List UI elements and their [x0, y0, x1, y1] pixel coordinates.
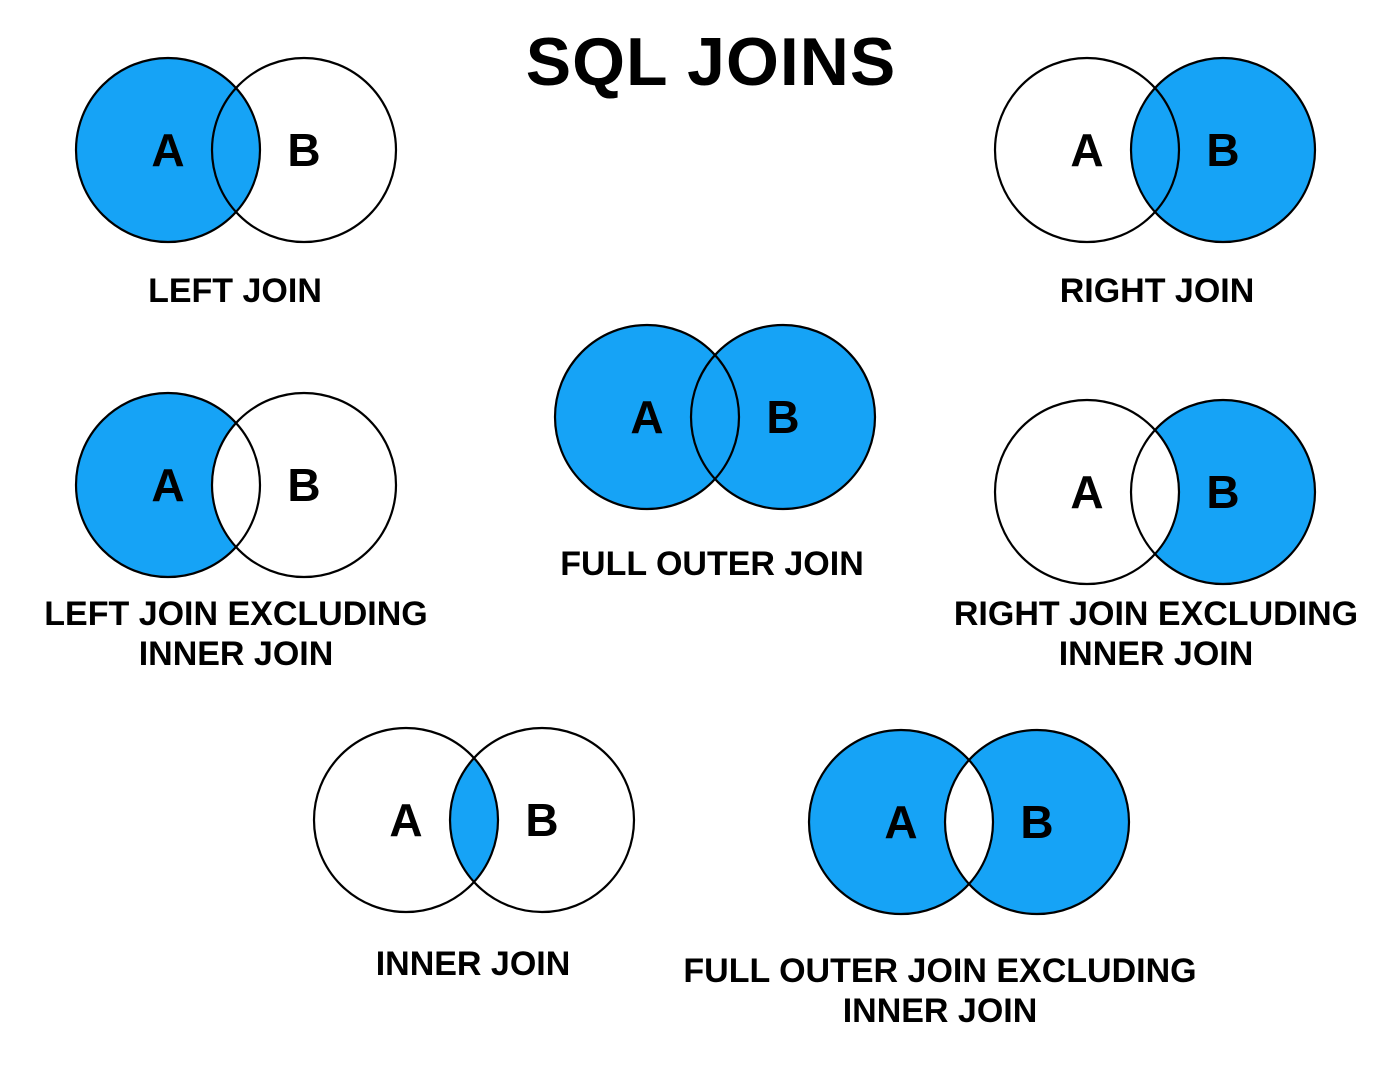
set-a-letter: A	[1070, 466, 1103, 518]
set-a-letter: A	[151, 459, 184, 511]
circle-a-fill	[995, 58, 1179, 242]
set-a-letter: A	[630, 391, 663, 443]
circle-a-fill	[314, 728, 498, 912]
circle-a-outline	[553, 323, 741, 511]
circle-b-outline	[689, 323, 877, 511]
circle-b-outline	[210, 56, 398, 244]
set-b-letter: B	[287, 459, 320, 511]
label-line: INNER JOIN	[1058, 635, 1254, 673]
circle-b-outline	[1129, 398, 1317, 586]
venn-full-outer-join: A B	[550, 322, 880, 512]
circle-a-outline	[993, 398, 1181, 586]
circle-a-outline	[74, 391, 262, 579]
venn-label-inner-join: INNER JOIN	[193, 944, 753, 984]
venn-left-join: A B	[71, 55, 401, 245]
circle-b-outline	[1129, 56, 1317, 244]
venn-label-left-join: LEFT JOIN	[0, 271, 515, 311]
page-title: SQL JOINS	[525, 24, 897, 100]
venn-label-full-outer-join: FULL OUTER JOIN	[432, 544, 992, 584]
circle-a-outline	[312, 726, 500, 914]
circle-b-fill	[1131, 58, 1315, 242]
venn-inner-join: A B	[309, 725, 639, 915]
set-b-letter: B	[766, 391, 799, 443]
label-line: INNER JOIN	[375, 945, 571, 983]
circle-a-fill	[809, 730, 993, 914]
circle-a-outline	[807, 728, 995, 916]
venn-diagram: A B	[312, 726, 636, 914]
label-line: FULL OUTER JOIN	[560, 545, 864, 583]
circle-b-outline	[943, 728, 1131, 916]
venn-diagram: A B	[993, 398, 1317, 586]
circle-b-fill	[1131, 400, 1315, 584]
set-a-letter: A	[1070, 124, 1103, 176]
venn-right-join: A B	[990, 55, 1320, 245]
circle-b-fill	[450, 728, 634, 912]
circle-b-fill	[945, 730, 1129, 914]
circle-b-outline	[210, 391, 398, 579]
circle-b-fill	[212, 393, 396, 577]
venn-diagram: A B	[74, 56, 398, 244]
circle-a-fill	[555, 325, 739, 509]
circle-b-outline	[448, 726, 636, 914]
circle-b-fill	[691, 325, 875, 509]
set-b-letter: B	[1206, 124, 1239, 176]
set-b-letter: B	[1206, 466, 1239, 518]
venn-label-left-join-excluding-inner-join: LEFT JOIN EXCLUDING INNER JOIN	[0, 594, 516, 674]
set-b-letter: B	[1020, 796, 1053, 848]
circle-a-fill	[995, 400, 1179, 584]
venn-label-full-outer-join-excluding-inner-join: FULL OUTER JOIN EXCLUDING INNER JOIN	[660, 951, 1220, 1031]
venn-diagram: A B	[553, 323, 877, 511]
circle-a-outline	[74, 56, 262, 244]
label-line: INNER JOIN	[138, 635, 334, 673]
set-b-letter: B	[525, 794, 558, 846]
set-a-letter: A	[884, 796, 917, 848]
label-line: RIGHT JOIN EXCLUDING	[953, 595, 1359, 633]
set-a-letter: A	[389, 794, 422, 846]
venn-label-right-join: RIGHT JOIN	[877, 271, 1400, 311]
venn-right-join-excluding-inner-join: A B	[990, 397, 1320, 587]
circle-b-fill	[212, 58, 396, 242]
circle-a-outline	[993, 56, 1181, 244]
venn-left-join-excluding-inner-join: A B	[71, 390, 401, 580]
venn-diagram: A B	[807, 728, 1131, 916]
venn-full-outer-join-excluding-inner-join: A B	[804, 727, 1134, 917]
venn-diagram: A B	[74, 391, 398, 579]
label-line: INNER JOIN	[842, 992, 1038, 1030]
set-b-letter: B	[287, 124, 320, 176]
label-line: RIGHT JOIN	[1059, 272, 1255, 310]
venn-diagram: A B	[993, 56, 1317, 244]
circle-a-fill	[76, 58, 260, 242]
circle-a-fill	[76, 393, 260, 577]
set-a-letter: A	[151, 124, 184, 176]
label-line: FULL OUTER JOIN EXCLUDING	[683, 952, 1197, 990]
label-line: LEFT JOIN EXCLUDING	[44, 595, 428, 633]
venn-label-right-join-excluding-inner-join: RIGHT JOIN EXCLUDING INNER JOIN	[876, 594, 1400, 674]
label-line: LEFT JOIN	[148, 272, 322, 310]
